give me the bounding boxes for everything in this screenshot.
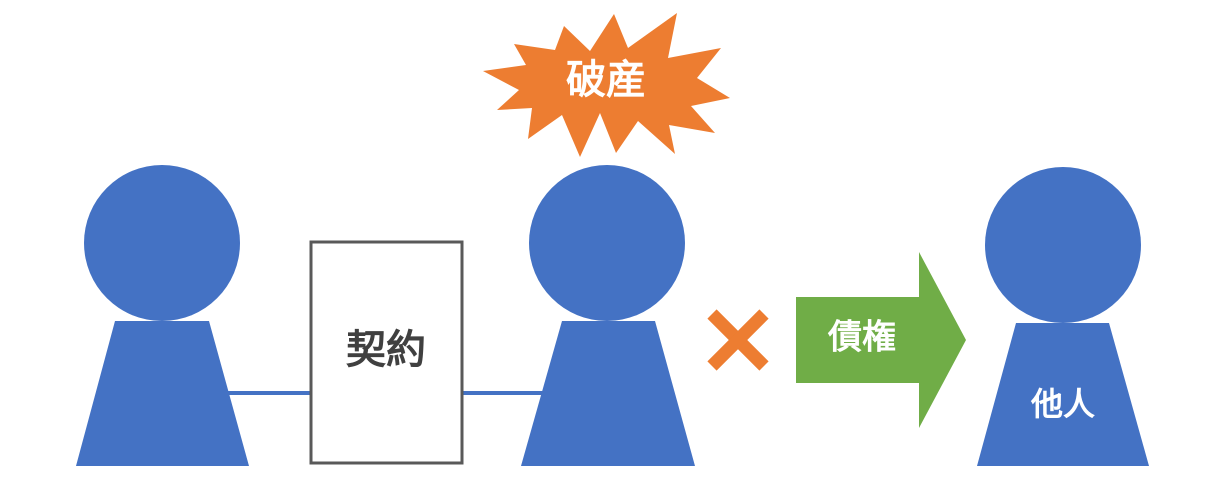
person-bankrupt-head (529, 165, 685, 321)
person-bankrupt (521, 165, 695, 466)
bankruptcy-burst: 破産 (483, 13, 730, 157)
person-other-label: 他人 (1030, 385, 1095, 423)
arrow-right-icon (796, 252, 966, 428)
claim-arrow: 債権 (796, 252, 966, 428)
person-bankrupt-body (521, 321, 695, 466)
person-other-head (985, 167, 1141, 323)
contract-box: 契約 (309, 240, 464, 465)
arrow-label: 債権 (827, 318, 896, 358)
burst-label: 破産 (566, 57, 646, 103)
person-creditor-body (76, 321, 249, 466)
contract-rect (309, 240, 464, 465)
x-mark-icon (707, 309, 769, 371)
person-creditor (76, 165, 249, 466)
person-other: 他人 (977, 167, 1149, 466)
burst-icon (483, 13, 730, 157)
contract-label: 契約 (346, 327, 426, 373)
person-creditor-head (84, 165, 240, 321)
person-other-body (977, 323, 1149, 466)
